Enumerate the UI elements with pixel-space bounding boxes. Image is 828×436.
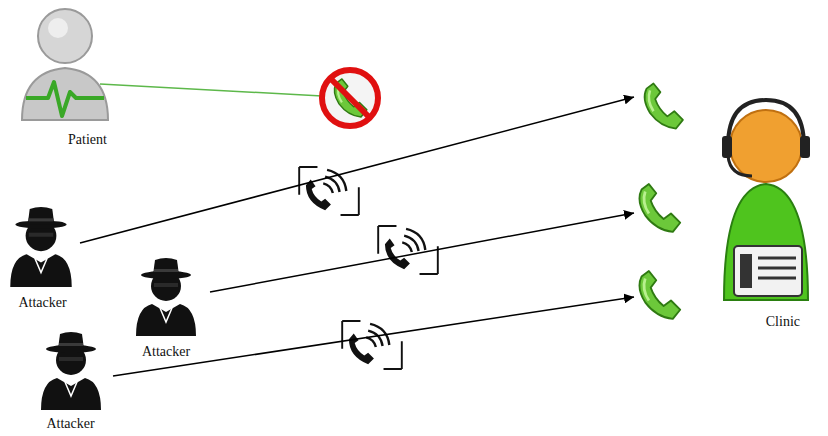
node-label: Patient bbox=[68, 132, 107, 148]
phone-icon bbox=[645, 83, 683, 128]
node-label: Attacker bbox=[18, 295, 66, 311]
call-arrow bbox=[210, 213, 634, 292]
clinic-node: Clinic bbox=[634, 80, 814, 330]
node-label: Clinic bbox=[766, 314, 800, 330]
call-icon bbox=[342, 321, 402, 369]
blocked-phone bbox=[322, 70, 378, 126]
call-icon bbox=[299, 167, 359, 215]
call-icon bbox=[378, 226, 438, 274]
phone-icon bbox=[639, 184, 680, 232]
call-arrow bbox=[113, 297, 634, 376]
patient-line bbox=[100, 84, 322, 96]
node-label: Attacker bbox=[46, 416, 94, 432]
call-arrow bbox=[80, 97, 634, 243]
patient-node: Patient bbox=[35, 0, 140, 148]
clinic-icon bbox=[722, 100, 810, 300]
attacker-node: Attacker bbox=[122, 256, 210, 360]
attacker-icon bbox=[136, 258, 196, 336]
attacker-node: Attacker bbox=[28, 326, 113, 432]
phone-icon bbox=[639, 271, 680, 319]
attacker-icon bbox=[10, 207, 72, 287]
attacker-icon bbox=[41, 332, 101, 410]
node-label: Attacker bbox=[142, 344, 190, 360]
patient-icon bbox=[22, 9, 108, 120]
attacker-node: Attacker bbox=[5, 205, 80, 311]
